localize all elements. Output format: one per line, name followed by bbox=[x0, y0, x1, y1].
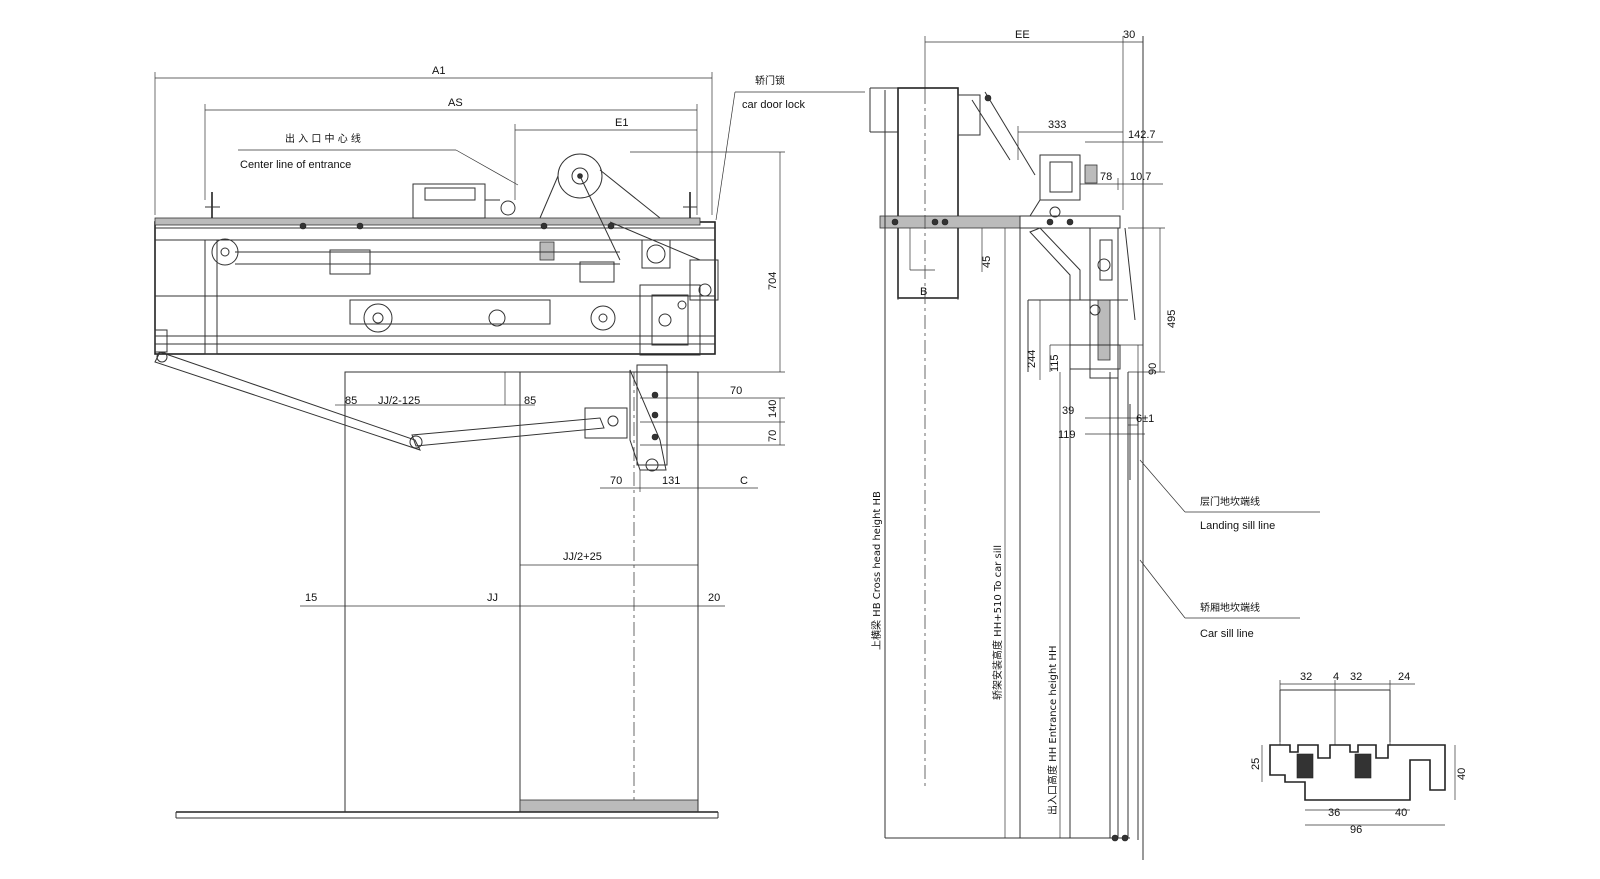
front-labels: A1 AS E1 轿门锁 car door lock 出 入 口 中 心 线 C… bbox=[240, 65, 805, 604]
car-sill-en-label: Car sill line bbox=[1200, 628, 1254, 640]
dim-90: 90 bbox=[1147, 363, 1159, 375]
center-line-en-label: Center line of entrance bbox=[240, 159, 351, 171]
car-door-lock-assembly bbox=[629, 364, 668, 472]
car-door-lock-cn-label: 轿门锁 bbox=[755, 74, 785, 87]
dim-b: B bbox=[920, 286, 927, 298]
dim-45: 45 bbox=[981, 256, 993, 268]
dim-e1: E1 bbox=[615, 117, 628, 129]
dim-244: 244 bbox=[1026, 350, 1038, 368]
dim-jj: JJ bbox=[487, 592, 498, 604]
front-top-dimensions bbox=[154, 72, 865, 373]
dim-10-7: 10.7 bbox=[1130, 171, 1151, 183]
dim-142-7: 142.7 bbox=[1128, 129, 1156, 141]
dim-as: AS bbox=[448, 97, 463, 109]
hb-cross-head-label: 上横梁 HB Cross head height HB bbox=[870, 491, 883, 650]
dim-15: 15 bbox=[305, 592, 317, 604]
dim-ee: EE bbox=[1015, 29, 1030, 41]
dim-jj-minus: JJ/2-125 bbox=[378, 395, 420, 407]
dim-32-left: 32 bbox=[1300, 671, 1312, 683]
front-lower-dimensions bbox=[300, 372, 785, 612]
side-labels: EE 30 333 142.7 78 10.7 B 45 495 244 115… bbox=[870, 29, 1275, 815]
dim-70-top: 70 bbox=[730, 385, 742, 397]
dim-32-right: 32 bbox=[1350, 671, 1362, 683]
dim-c: C bbox=[740, 475, 748, 487]
dim-40-right: 40 bbox=[1456, 768, 1468, 780]
dim-20: 20 bbox=[708, 592, 720, 604]
dim-jj-plus: JJ/2+25 bbox=[563, 551, 602, 563]
hh-entrance-label: 出入口高度 HH Entrance height HH bbox=[1046, 646, 1059, 815]
dim-115: 115 bbox=[1049, 354, 1061, 372]
header-beam bbox=[154, 153, 719, 356]
dim-a1: A1 bbox=[432, 65, 445, 77]
sill-cross-section: 32 4 32 24 25 40 36 40 96 bbox=[1250, 671, 1468, 836]
car-door-lock-en-label: car door lock bbox=[742, 99, 805, 111]
dim-96: 96 bbox=[1350, 824, 1362, 836]
dim-495: 495 bbox=[1166, 310, 1178, 328]
side-header-bracket bbox=[869, 87, 1121, 300]
front-view: A1 AS E1 轿门锁 car door lock 出 入 口 中 心 线 C… bbox=[154, 65, 865, 819]
side-top-dimensions bbox=[924, 36, 1163, 210]
side-vertical-geometry bbox=[884, 36, 1320, 860]
dim-30: 30 bbox=[1123, 29, 1135, 41]
landing-sill-en-label: Landing sill line bbox=[1200, 520, 1275, 532]
car-sill-cn-label: 轿厢地坎端线 bbox=[1200, 601, 1260, 614]
dim-85-right: 85 bbox=[524, 395, 536, 407]
dim-6pm1: 6±1 bbox=[1136, 413, 1154, 425]
dim-333: 333 bbox=[1048, 119, 1066, 131]
dim-704: 704 bbox=[767, 272, 779, 290]
dim-39: 39 bbox=[1062, 405, 1074, 417]
dim-70-side: 70 bbox=[767, 430, 779, 442]
door-linkage-arm bbox=[154, 329, 628, 451]
center-line-cn-label: 出 入 口 中 心 线 bbox=[285, 132, 361, 145]
dim-25: 25 bbox=[1250, 758, 1262, 770]
dim-24: 24 bbox=[1398, 671, 1410, 683]
dim-36: 36 bbox=[1328, 807, 1340, 819]
hh510-car-sill-label: 轿架安装高度 HH+510 To car sill bbox=[991, 545, 1004, 700]
dim-85-left: 85 bbox=[345, 395, 357, 407]
dim-4: 4 bbox=[1333, 671, 1339, 683]
dim-70-bottom: 70 bbox=[610, 475, 622, 487]
dim-78: 78 bbox=[1100, 171, 1112, 183]
dim-40-bottom: 40 bbox=[1395, 807, 1407, 819]
dim-131: 131 bbox=[662, 475, 680, 487]
landing-sill-cn-label: 层门地坎端线 bbox=[1200, 495, 1260, 508]
dim-119: 119 bbox=[1058, 429, 1076, 441]
door-panels bbox=[175, 371, 719, 819]
dim-140: 140 bbox=[767, 400, 779, 418]
side-view: EE 30 333 142.7 78 10.7 B 45 495 244 115… bbox=[869, 29, 1320, 860]
